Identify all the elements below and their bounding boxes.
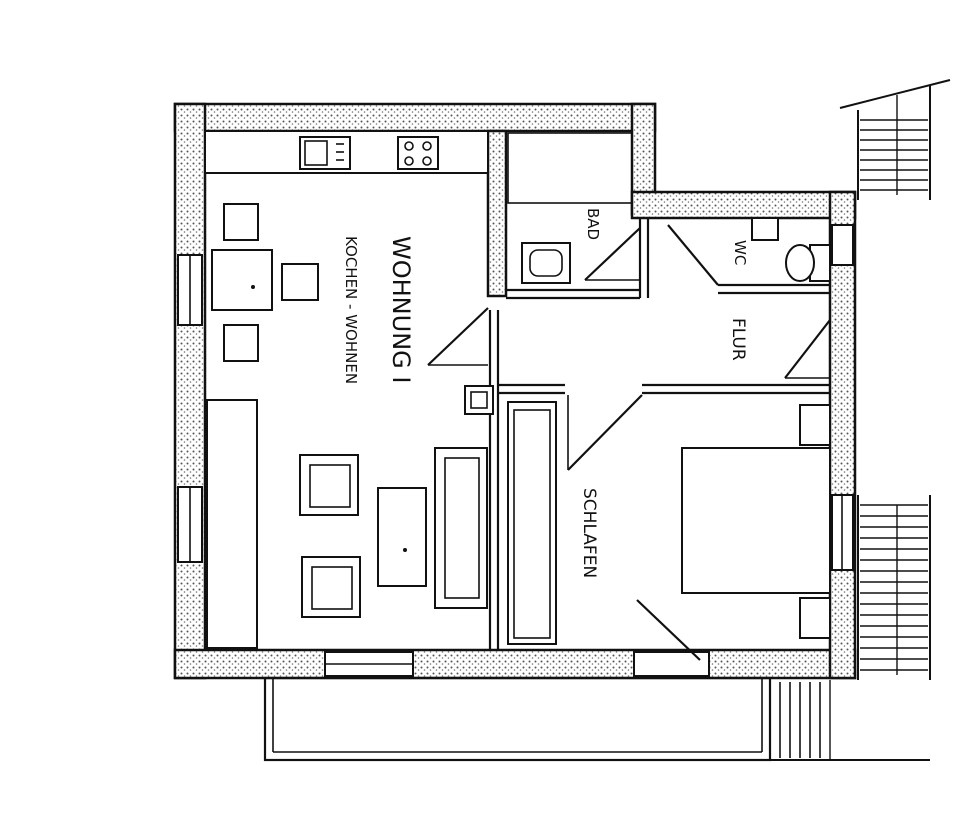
kitchen-living-label: KOCHEN - WOHNEN (342, 236, 360, 384)
bedroom-label: SCHLAFEN (579, 488, 599, 578)
bath-fixtures (507, 132, 633, 284)
terrace (263, 676, 772, 762)
bedroom-furniture (507, 401, 831, 645)
interior-walls (486, 129, 830, 650)
wc-fixtures (751, 217, 831, 282)
outer-walls (173, 102, 857, 680)
bath-label: BAD (584, 208, 602, 240)
doors (427, 224, 831, 661)
stair-line (839, 79, 951, 109)
kitchen-counter (204, 130, 489, 174)
living-furniture (206, 385, 494, 649)
wc-label: WC (731, 240, 749, 265)
hall-label: FLUR (728, 318, 748, 361)
dining-set (211, 203, 319, 362)
stairs (769, 79, 951, 761)
apartment-title: WOHNUNG I (387, 236, 415, 383)
windows (177, 224, 854, 677)
